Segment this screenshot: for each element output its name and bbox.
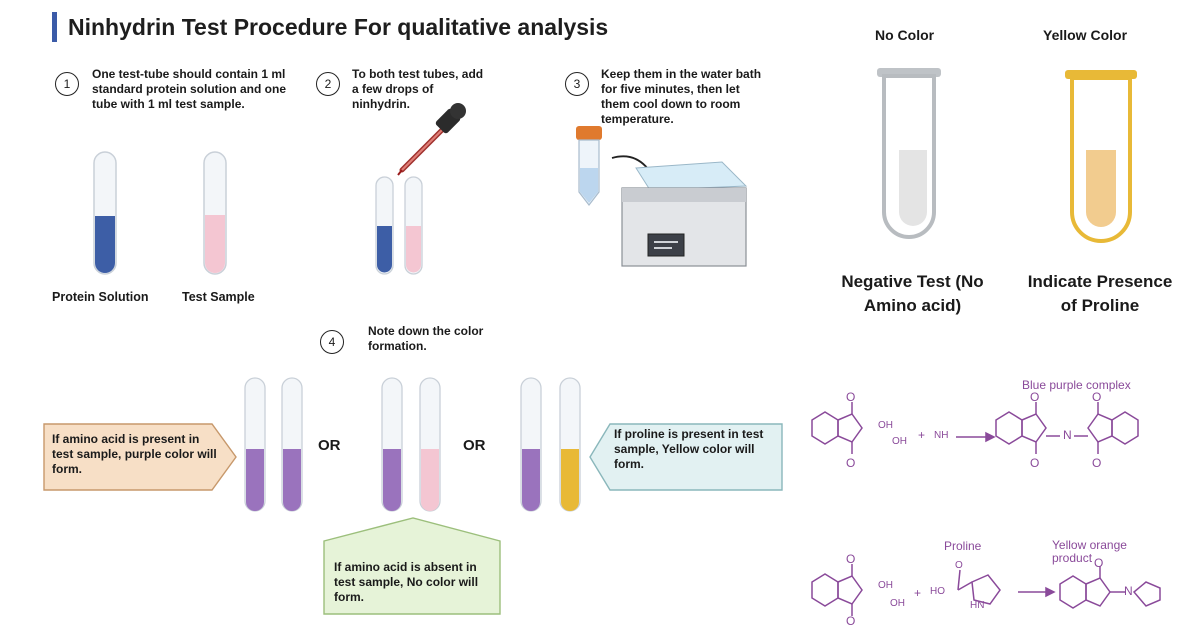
- page-title: Ninhydrin Test Procedure For qualitative…: [68, 14, 609, 40]
- chem-o-8: O: [846, 614, 856, 628]
- chem-hn: HN: [970, 600, 985, 611]
- chem-n-1: N: [1063, 428, 1072, 442]
- absent-callout-text: If amino acid is absent in test sample, …: [334, 560, 479, 604]
- chem-oh-1: OH: [878, 420, 893, 431]
- proline-result-tube: [1065, 70, 1137, 243]
- protein-solution-label: Protein Solution: [52, 290, 149, 304]
- chem-nh3: NH: [934, 430, 949, 441]
- proline-chem-label: Proline: [944, 539, 982, 553]
- complex-label: Blue purple complex: [1022, 378, 1131, 392]
- protein-solution-tube: [93, 151, 117, 275]
- proline-callout-text: If proline is present in test sample, Ye…: [614, 427, 764, 471]
- chem-plus-1: +: [918, 428, 926, 442]
- step-1-text: One test-tube should contain 1 ml standa…: [92, 67, 287, 111]
- water-bath-icon: [621, 161, 748, 267]
- step-2-blue-tube: [375, 176, 394, 275]
- chem-o-6: O: [1092, 456, 1102, 470]
- chem-plus-2: +: [914, 586, 922, 600]
- purple-tube-1: [244, 377, 266, 512]
- step-2-text: To both test tubes, add a few drops of n…: [352, 67, 484, 111]
- test-sample-label: Test Sample: [182, 290, 255, 304]
- or-label-2: OR: [463, 437, 486, 454]
- chem-oh-3: OH: [878, 580, 893, 591]
- step-2-pink-tube: [404, 176, 423, 275]
- chem-o-1: O: [846, 390, 856, 404]
- or-label-1: OR: [318, 437, 341, 454]
- step-2-number: 2: [316, 72, 340, 96]
- absent-callout-shape: [323, 517, 501, 615]
- chem-o-7: O: [846, 552, 856, 566]
- purple-tube-4: [520, 377, 542, 512]
- chem-ho: HO: [930, 586, 945, 597]
- chem-oh-2: OH: [892, 436, 907, 447]
- chem-o-2: O: [846, 456, 856, 470]
- step-3-number: 3: [565, 72, 589, 96]
- chem-o-4: O: [1030, 456, 1040, 470]
- yellow-color-label: Yellow Color: [1043, 27, 1128, 43]
- step-1-number: 1: [55, 72, 79, 96]
- negative-test-label: Negative Test (No Amino acid): [841, 272, 984, 315]
- step-4-text: Note down the color formation.: [368, 324, 484, 353]
- chem-o-9: O: [955, 560, 963, 571]
- chem-o-5: O: [1092, 390, 1102, 404]
- pink-tube: [419, 377, 441, 512]
- negative-result-tube: [877, 68, 941, 239]
- proline-presence-label: Indicate Presence of Proline: [1027, 272, 1173, 315]
- step-4-number: 4: [320, 330, 344, 354]
- chem-o-3: O: [1030, 390, 1040, 404]
- chem-o-10: O: [1094, 556, 1104, 570]
- chem-n-2: N: [1124, 584, 1133, 598]
- test-sample-tube: [203, 151, 227, 275]
- step-3-text: Keep them in the water bath for five min…: [601, 67, 762, 126]
- title-accent-bar: [52, 12, 57, 42]
- present-callout-shape: [43, 423, 237, 491]
- purple-tube-3: [381, 377, 403, 512]
- chem-oh-4: OH: [890, 598, 905, 609]
- yellow-tube: [559, 377, 581, 512]
- dropper-icon: [397, 103, 466, 176]
- present-callout-text: If amino acid is present in test sample,…: [52, 432, 217, 476]
- proline-callout-shape: [589, 423, 783, 491]
- no-color-label: No Color: [875, 27, 935, 43]
- falcon-tube-icon: [576, 126, 602, 206]
- purple-tube-2: [281, 377, 303, 512]
- product-label: Yellow orange product: [1052, 538, 1127, 565]
